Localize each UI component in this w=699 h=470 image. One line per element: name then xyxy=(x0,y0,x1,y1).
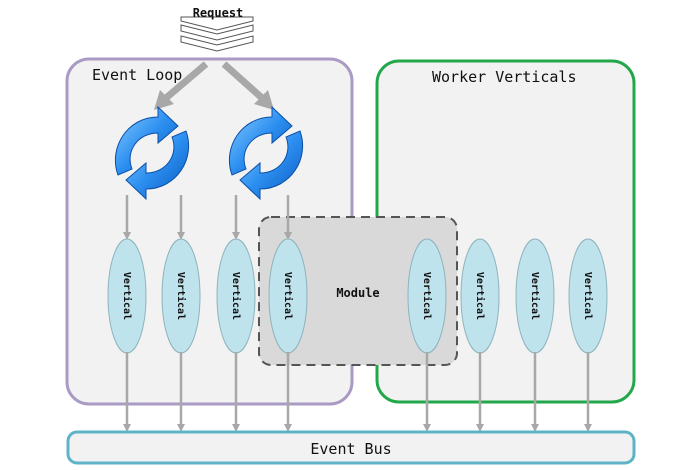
event-bus-label: Event Bus xyxy=(310,440,391,458)
vertical-label: Vertical xyxy=(474,272,486,320)
vertical-label: Vertical xyxy=(121,272,133,320)
module-label: Module xyxy=(336,286,379,300)
vertical-label: Vertical xyxy=(175,272,187,320)
fan-arrowhead-left xyxy=(154,90,174,110)
vertical-node: Vertical xyxy=(460,238,500,354)
vertical-label: Vertical xyxy=(282,272,294,320)
vertical-to-bus-arrows xyxy=(123,352,592,432)
vertical-label: Vertical xyxy=(529,272,541,320)
vertical-node: Vertical xyxy=(268,238,308,354)
vertical-node: Vertical xyxy=(216,238,256,354)
request-arrow-icon xyxy=(180,16,254,52)
event-loop-title: Event Loop xyxy=(92,66,182,84)
event-bus-bar xyxy=(66,430,636,465)
fan-arrowhead-right xyxy=(254,90,274,110)
request-fan-arrows xyxy=(163,61,265,101)
vertical-label: Vertical xyxy=(582,272,594,320)
vertical-label: Vertical xyxy=(421,272,433,320)
request-label: Request xyxy=(193,6,244,20)
vertical-node: Vertical xyxy=(515,238,555,354)
worker-verticals-title: Worker Verticals xyxy=(432,68,577,86)
vertical-node: Vertical xyxy=(161,238,201,354)
vertical-label: Vertical xyxy=(230,272,242,320)
vertical-node: Vertical xyxy=(107,238,147,354)
vertical-node: Vertical xyxy=(407,238,447,354)
loop-to-vertical-arrows xyxy=(123,195,292,240)
verticals-group: Vertical Vertical Vertical Vertical Vertical… xyxy=(107,238,608,354)
vertical-node: Vertical xyxy=(568,238,608,354)
module-box xyxy=(258,216,458,366)
